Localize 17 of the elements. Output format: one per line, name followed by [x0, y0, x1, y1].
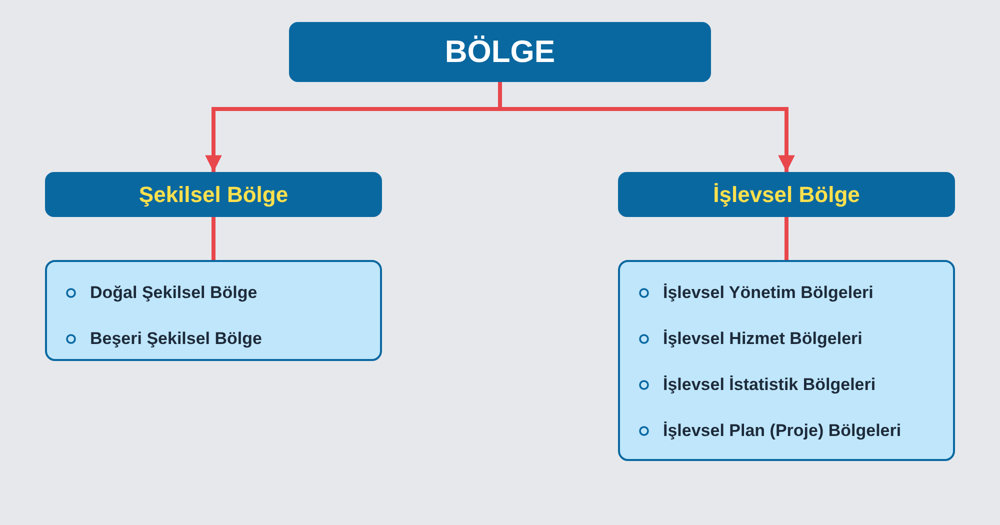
- list-item-text: Doğal Şekilsel Bölge: [90, 283, 258, 303]
- title-box: [289, 22, 711, 82]
- heading-text: Şekilsel Bölge: [138, 182, 288, 208]
- connector-line: [784, 217, 788, 260]
- list-item-text: İşlevsel İstatistik Bölgeleri: [663, 375, 876, 395]
- list-panel: [618, 260, 955, 461]
- list-item-text: Beşeri Şekilsel Bölge: [90, 329, 262, 349]
- connector-line: [212, 217, 216, 260]
- category-box: [45, 172, 382, 217]
- category-box: [618, 172, 955, 217]
- list-item-text: İşlevsel Plan (Proje) Bölgeleri: [663, 421, 902, 441]
- arrow: [498, 82, 795, 172]
- heading-text: BÖLGE: [444, 34, 556, 70]
- heading-text: İşlevsel Bölge: [713, 182, 860, 208]
- list-panel: [45, 260, 382, 361]
- list-item-text: İşlevsel Yönetim Bölgeleri: [663, 283, 874, 303]
- list-item-text: İşlevsel Hizmet Bölgeleri: [663, 329, 862, 349]
